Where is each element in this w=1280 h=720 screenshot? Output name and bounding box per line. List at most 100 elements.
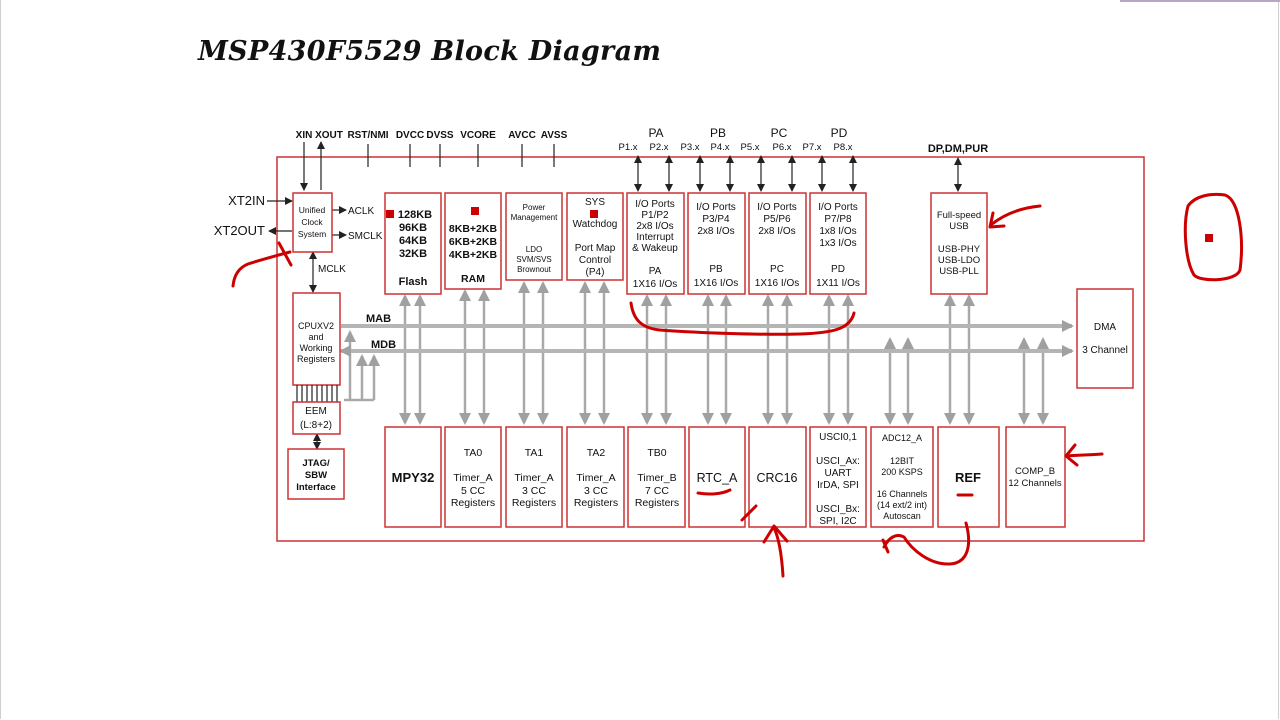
signal-smclk: SMCLK [348,231,383,242]
block-rtc: RTC_A [688,426,746,528]
svg-text:Working: Working [300,343,333,353]
svg-text:3 CC: 3 CC [584,485,608,497]
svg-text:Full-speed: Full-speed [937,210,981,221]
svg-text:Registers: Registers [635,497,679,509]
pin-dvss: DVSS [426,130,454,141]
svg-text:USCI_Bx:: USCI_Bx: [816,504,860,515]
slide-title: MSP430F5529 Block Diagram [198,36,662,67]
svg-text:1X16 I/Os: 1X16 I/Os [694,278,738,289]
chip-outline [276,156,1145,542]
svg-text:Registers: Registers [574,497,618,509]
bus-label-mab: MAB [366,313,391,325]
signal-aclk: ACLK [348,206,374,217]
svg-text:SYS: SYS [585,197,605,208]
svg-text:RAM: RAM [461,273,485,285]
block-ucs: Unified Clock System [292,192,333,253]
svg-text:P5/P6: P5/P6 [763,214,791,225]
svg-text:JTAG/: JTAG/ [302,458,330,469]
svg-text:Timer_A: Timer_A [576,472,615,484]
svg-text:COMP_B: COMP_B [1015,466,1055,477]
svg-text:LDO: LDO [526,245,542,254]
svg-text:Power: Power [523,203,546,212]
port-label-pb: PB [710,126,726,140]
svg-text:Management: Management [511,213,558,222]
svg-text:CPUXV2: CPUXV2 [298,321,334,331]
port-label-pd: PD [831,126,848,140]
svg-text:USB-PLL: USB-PLL [939,266,979,277]
svg-text:PA: PA [649,266,662,277]
svg-text:System: System [298,229,326,239]
svg-text:SBW: SBW [305,470,327,481]
svg-text:SPI, I2C: SPI, I2C [819,516,856,527]
svg-text:TA2: TA2 [587,447,606,459]
pin-p4: P4.x [710,142,729,153]
pin-avss: AVSS [541,130,568,141]
block-comp-b: COMP_B 12 Channels [1005,426,1066,528]
svg-text:Interrupt: Interrupt [636,232,673,243]
svg-text:8KB+2KB: 8KB+2KB [449,223,498,235]
pin-p6: P6.x [772,142,791,153]
svg-text:Unified: Unified [299,205,326,215]
svg-text:Control: Control [579,255,611,266]
svg-text:TA0: TA0 [464,447,483,459]
svg-text:12BIT: 12BIT [890,456,915,466]
svg-text:EEM: EEM [305,406,327,417]
svg-text:1X11 I/Os: 1X11 I/Os [816,278,860,289]
svg-text:Watchdog: Watchdog [573,219,618,230]
block-eem: EEM (L:8+2) [292,401,341,435]
pin-rst: RST/NMI [347,130,388,141]
svg-text:Timer_A: Timer_A [453,472,492,484]
svg-text:1x3 I/Os: 1x3 I/Os [819,238,856,249]
svg-text:Registers: Registers [297,354,336,364]
svg-text:Flash: Flash [399,276,428,288]
svg-text:& Wakeup: & Wakeup [632,243,678,254]
block-cpu: CPUXV2 and Working Registers [292,292,341,386]
block-port-pb: I/O Ports P3/P4 2x8 I/Os PB 1X16 I/Os [687,192,746,295]
svg-text:(P4): (P4) [586,267,605,278]
svg-text:1X16 I/Os: 1X16 I/Os [755,278,799,289]
block-jtag: JTAG/ SBW Interface [287,448,345,500]
svg-text:128KB: 128KB [398,209,432,221]
svg-text:CRC16: CRC16 [757,471,798,485]
pin-p8: P8.x [833,142,852,153]
svg-text:7 CC: 7 CC [645,485,669,497]
port-label-pa: PA [648,126,663,140]
svg-text:I/O Ports: I/O Ports [757,202,796,213]
pin-xt2out: XT2OUT [214,223,265,238]
svg-text:IrDA, SPI: IrDA, SPI [817,480,859,491]
block-tb0: TB0 Timer_B 7 CC Registers [627,426,686,528]
svg-text:Autoscan: Autoscan [883,511,921,521]
svg-text:5 CC: 5 CC [461,485,485,497]
block-ref: REF [937,426,1000,528]
block-dma: DMA 3 Channel [1076,288,1134,389]
pin-p2: P2.x [649,142,668,153]
block-ta0: TA0 Timer_A 5 CC Registers [444,426,502,528]
svg-text:I/O Ports: I/O Ports [818,202,857,213]
svg-text:16 Channels: 16 Channels [877,489,928,499]
svg-text:32KB: 32KB [399,248,427,260]
svg-text:REF: REF [955,470,981,485]
block-sys-watchdog: SYS Watchdog Port Map Control (P4) [566,192,624,281]
svg-text:96KB: 96KB [399,222,427,234]
svg-text:Port Map: Port Map [575,243,616,254]
pin-avcc: AVCC [508,130,536,141]
block-mpy32: MPY32 [384,426,442,528]
svg-text:ADC12_A: ADC12_A [882,433,922,443]
svg-text:Timer_A: Timer_A [514,472,553,484]
pin-xout: XOUT [315,130,343,141]
cpu-eem-links [296,385,338,450]
pin-usb: DP,DM,PUR [928,143,988,155]
pin-vcore: VCORE [460,130,496,141]
pin-lines [267,141,962,293]
pin-p5: P5.x [740,142,759,153]
svg-text:USCI0,1: USCI0,1 [819,432,857,443]
svg-text:DMA: DMA [1094,322,1117,333]
svg-text:PD: PD [831,264,845,275]
block-adc12: ADC12_A 12BIT 200 KSPS 16 Channels (14 e… [870,426,934,528]
block-usb: Full-speed USB USB-PHY USB-LDO USB-PLL [930,192,988,295]
svg-text:Interface: Interface [296,482,336,493]
svg-text:3 Channel: 3 Channel [1082,345,1128,356]
svg-text:64KB: 64KB [399,235,427,247]
svg-text:2x8 I/Os: 2x8 I/Os [636,221,673,232]
